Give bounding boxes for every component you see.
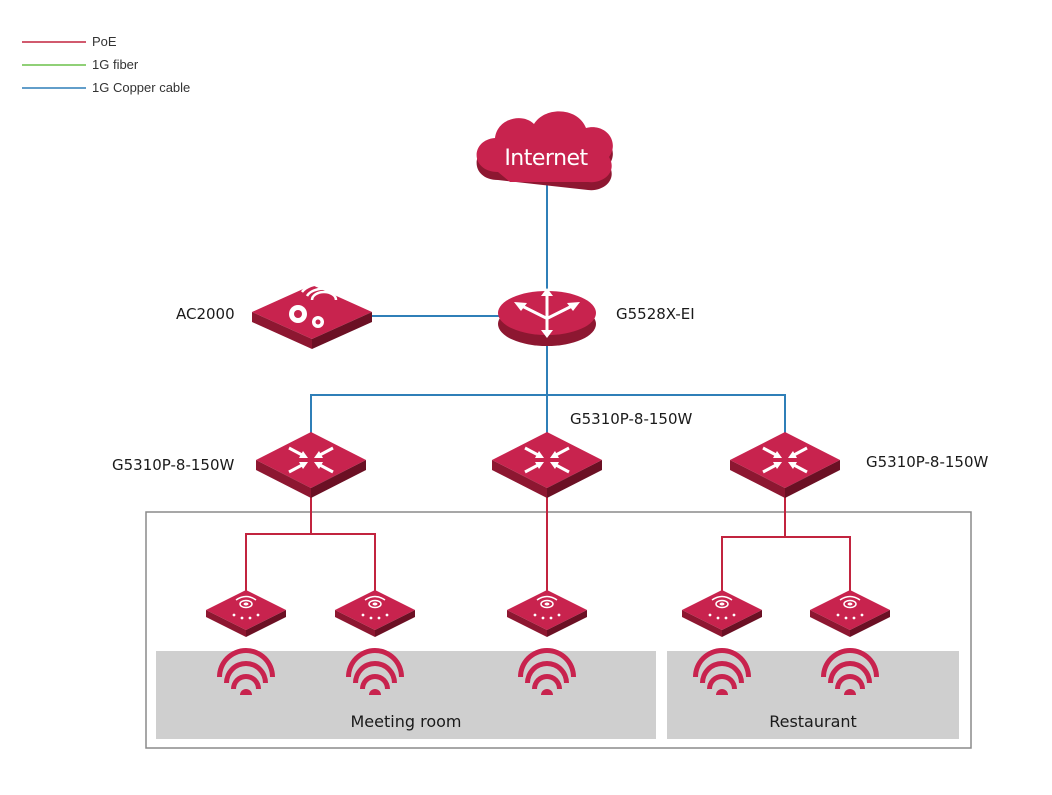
site-frame: [145, 511, 972, 749]
access-switch-left-label: G5310P-8-150W: [112, 456, 235, 474]
access-point-4-icon: [681, 589, 763, 638]
controller-label: AC2000: [176, 305, 235, 323]
zone-restaurant-label: Restaurant: [769, 712, 857, 731]
access-switch-center-label: G5310P-8-150W: [570, 410, 693, 428]
legend-copper-label: 1G Copper cable: [92, 80, 190, 95]
core-switch-icon: [498, 288, 596, 346]
access-point-2-icon: [334, 589, 416, 638]
access-switch-right-icon: [728, 430, 842, 500]
poe-branch-left: [245, 533, 376, 598]
controller-icon: [252, 282, 372, 349]
access-point-1-icon: [205, 589, 287, 638]
link-core-access-sides: [310, 394, 786, 440]
zone-meeting-room-label: Meeting room: [351, 712, 462, 731]
core-switch-label: G5528X-EI: [616, 305, 695, 323]
access-point-3-icon: [506, 589, 588, 638]
legend-fiber-label: 1G fiber: [92, 57, 139, 72]
internet-cloud: Internet: [476, 111, 613, 191]
legend: PoE 1G fiber 1G Copper cable: [22, 34, 190, 95]
access-switch-right-label: G5310P-8-150W: [866, 453, 989, 471]
access-switch-center-icon: [490, 430, 604, 500]
access-switch-left-icon: [254, 430, 368, 500]
legend-poe-label: PoE: [92, 34, 117, 49]
copper-links: [310, 185, 786, 440]
access-point-5-icon: [809, 589, 891, 638]
poe-links: [245, 495, 851, 598]
poe-branch-right: [721, 536, 851, 598]
internet-label: Internet: [504, 146, 588, 171]
